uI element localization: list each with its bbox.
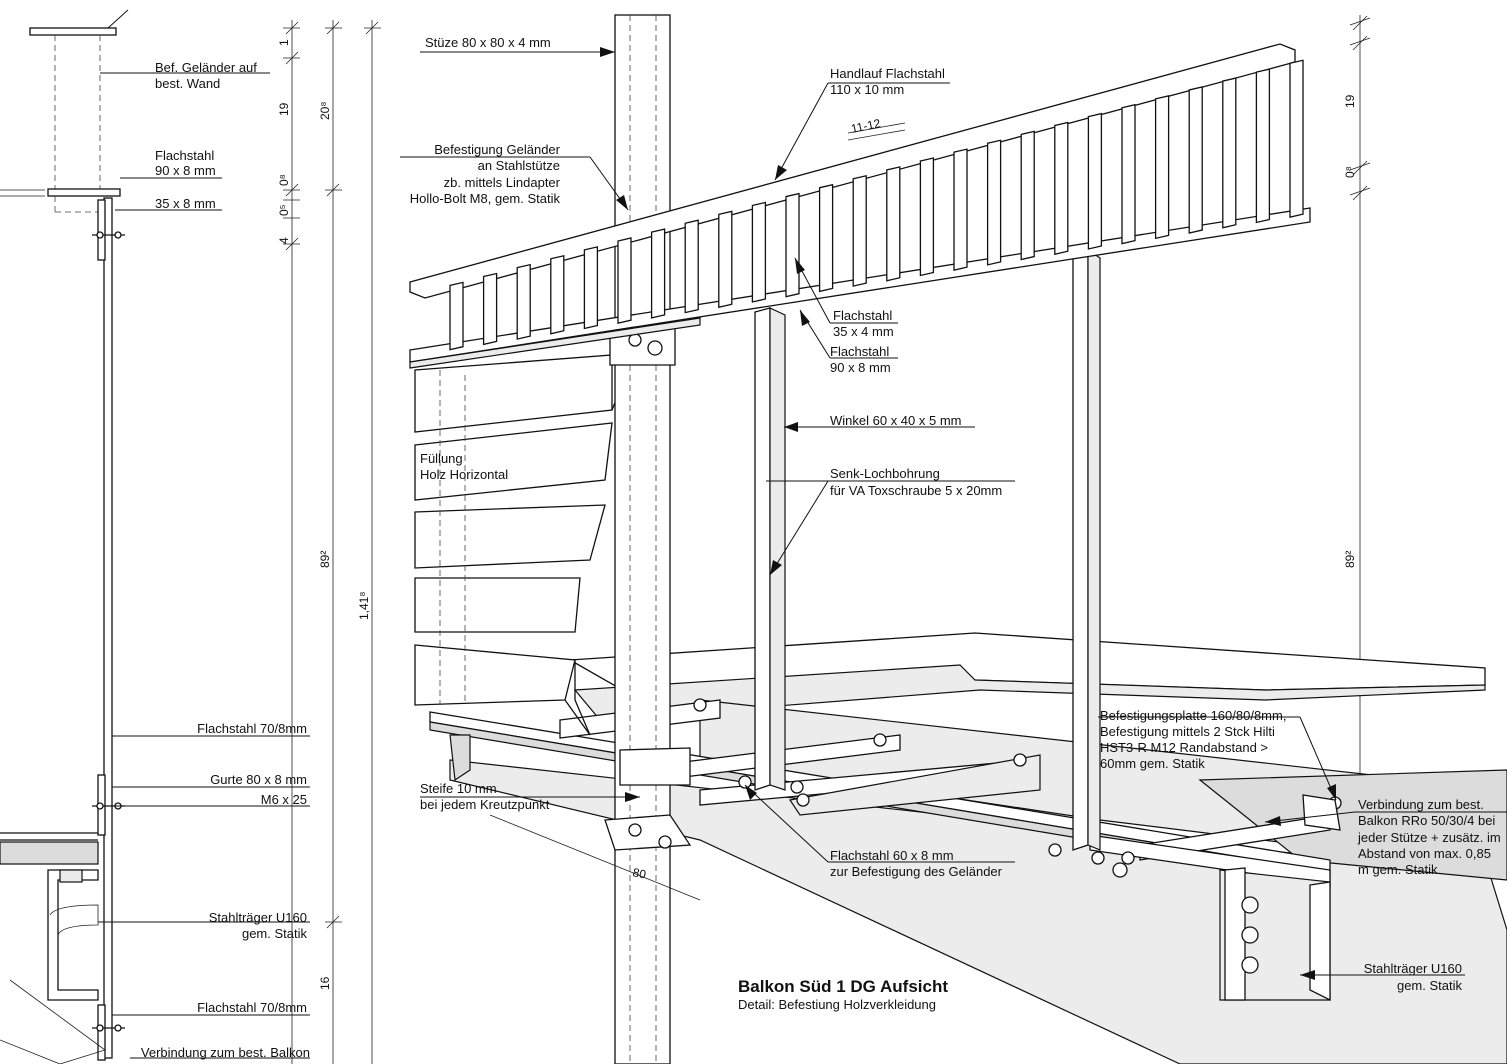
baluster (550, 254, 565, 335)
label-flachstahl-2: 90 x 8 mm (155, 163, 216, 178)
label-handlauf-2: 110 x 10 mm (830, 82, 904, 97)
baluster (818, 183, 834, 293)
steel-column (604, 14, 692, 1064)
label-flachstahl-35: 35 x 8 mm (155, 196, 216, 211)
dim-892: 89² (318, 551, 332, 568)
dim-4: 4 (277, 237, 291, 244)
label-senk-1: Senk-Lochbohrung (830, 466, 940, 481)
baluster (617, 237, 632, 324)
label-winkel: Winkel 60 x 40 x 5 mm (830, 413, 962, 428)
baluster (785, 192, 800, 298)
label-verbindung-balkon: Verbindung zum best. Balkon (141, 1045, 310, 1060)
label-bef-3: zb. mittels Lindapter (444, 175, 561, 190)
label-flachstahl-70a: Flachstahl 70/8mm (197, 721, 307, 736)
label-bef-gelaender-1: Bef. Geländer auf (155, 60, 257, 75)
dim-1: 1 (277, 39, 291, 46)
angle-posts (754, 248, 1101, 851)
left-dimension-chain (283, 20, 381, 1064)
baluster (1121, 103, 1136, 245)
drawing-subtitle: Detail: Befestiung Holzverkleidung (738, 997, 936, 1012)
railing-balusters (449, 59, 1304, 351)
dim-16: 16 (318, 976, 332, 990)
label-handlauf-1: Handlauf Flachstahl (830, 66, 945, 81)
label-fuellung-2: Holz Horizontal (420, 467, 508, 482)
label-gurte: Gurte 80 x 8 mm (210, 772, 307, 787)
label-platte-1: Befestigungsplatte 160/80/8mm, (1100, 708, 1286, 723)
baluster (1188, 86, 1203, 234)
leader-lines (98, 47, 1507, 1059)
label-st-1: Stahlträger U160 (1364, 961, 1462, 976)
left-dimension-labels: 1 19 0⁸ 0⁵ 4 20⁸ 89² 1,41⁸ 16 (277, 39, 371, 990)
left-section-view (0, 9, 129, 1064)
dim-right-892: 89² (1343, 551, 1357, 568)
label-fs90-1: Flachstahl (830, 344, 889, 359)
label-verb-5: m gem. Statik (1358, 862, 1438, 877)
baluster (1255, 68, 1271, 224)
baluster (953, 148, 968, 271)
baluster (482, 272, 498, 346)
dim-05: 0⁵ (277, 204, 291, 216)
label-flachstahl-70b: Flachstahl 70/8mm (197, 1000, 307, 1015)
label-bef-1: Befestigung Geländer (434, 142, 560, 157)
baluster (718, 210, 733, 309)
baluster (516, 263, 531, 340)
label-senk-2: für VA Toxschraube 5 x 20mm (830, 483, 1002, 498)
dim-08: 0⁸ (277, 174, 291, 186)
baluster (852, 174, 867, 287)
wood-infill (414, 329, 641, 736)
baluster (1222, 77, 1237, 229)
baluster (1054, 121, 1069, 256)
baluster (449, 281, 464, 351)
label-fs60-1: Flachstahl 60 x 8 mm (830, 848, 954, 863)
drawing-title: Balkon Süd 1 DG Aufsicht (738, 977, 948, 996)
label-spacing: 11-12 (850, 116, 882, 136)
baluster (583, 246, 599, 330)
baluster (1289, 59, 1304, 218)
label-bef-2: an Stahlstütze (478, 158, 560, 173)
baluster (684, 219, 699, 314)
left-labels: Bef. Geländer auf best. Wand Flachstahl … (141, 60, 310, 1060)
title-block: Balkon Süd 1 DG Aufsicht Detail: Befesti… (738, 977, 948, 1012)
label-platte-2: Befestigung mittels 2 Stck Hilti (1100, 724, 1275, 739)
label-stahltraeger-1: Stahlträger U160 (209, 910, 307, 925)
label-flachstahl-1: Flachstahl (155, 148, 214, 163)
baluster (1087, 112, 1103, 250)
label-verb-4: Abstand von max. 0,85 (1358, 846, 1491, 861)
label-stahltraeger-2: gem. Statik (242, 926, 308, 941)
baluster (919, 157, 935, 277)
label-fs60-2: zur Befestigung des Geländer (830, 864, 1003, 879)
dim-1418: 1,41⁸ (357, 592, 371, 620)
baluster (751, 201, 767, 303)
dim-19: 19 (277, 102, 291, 116)
label-bef-gelaender-2: best. Wand (155, 76, 220, 91)
label-bef-4: Hollo-Bolt M8, gem. Statik (410, 191, 561, 206)
label-dim80: 80 (631, 865, 647, 882)
baluster (1154, 95, 1170, 240)
dim-right-19: 19 (1343, 94, 1357, 108)
main-labels: Stüze 80 x 80 x 4 mm Handlauf Flachstahl… (410, 35, 1501, 993)
dim-right-08: 0⁸ (1343, 166, 1357, 178)
label-verb-1: Verbindung zum best. (1358, 797, 1484, 812)
baluster (650, 228, 666, 319)
baluster (986, 139, 1002, 266)
dim-208: 20⁸ (318, 102, 332, 120)
label-fs35-2: 35 x 4 mm (833, 324, 894, 339)
label-steife-1: Steife 10 mm (420, 781, 497, 796)
label-fs35-1: Flachstahl (833, 308, 892, 323)
label-verb-2: Balkon RRo 50/30/4 bei (1358, 813, 1495, 828)
label-stuetze: Stüze 80 x 80 x 4 mm (425, 35, 551, 50)
label-platte-4: 60mm gem. Statik (1100, 756, 1205, 771)
label-fs90-2: 90 x 8 mm (830, 360, 891, 375)
label-st-2: gem. Statik (1397, 978, 1463, 993)
label-m6: M6 x 25 (261, 792, 307, 807)
baluster (1020, 130, 1035, 261)
label-fuellung-1: Füllung (420, 451, 463, 466)
label-platte-3: HST3-R M12 Randabstand > (1100, 740, 1268, 755)
existing-balcony-slab (449, 632, 1507, 1064)
label-steife-2: bei jedem Kreutzpunkt (420, 797, 550, 812)
right-dimension-labels: 19 0⁸ 89² (1343, 94, 1357, 568)
label-verb-3: jeder Stütze + zusätz. im (1357, 830, 1501, 845)
baluster (886, 166, 901, 282)
